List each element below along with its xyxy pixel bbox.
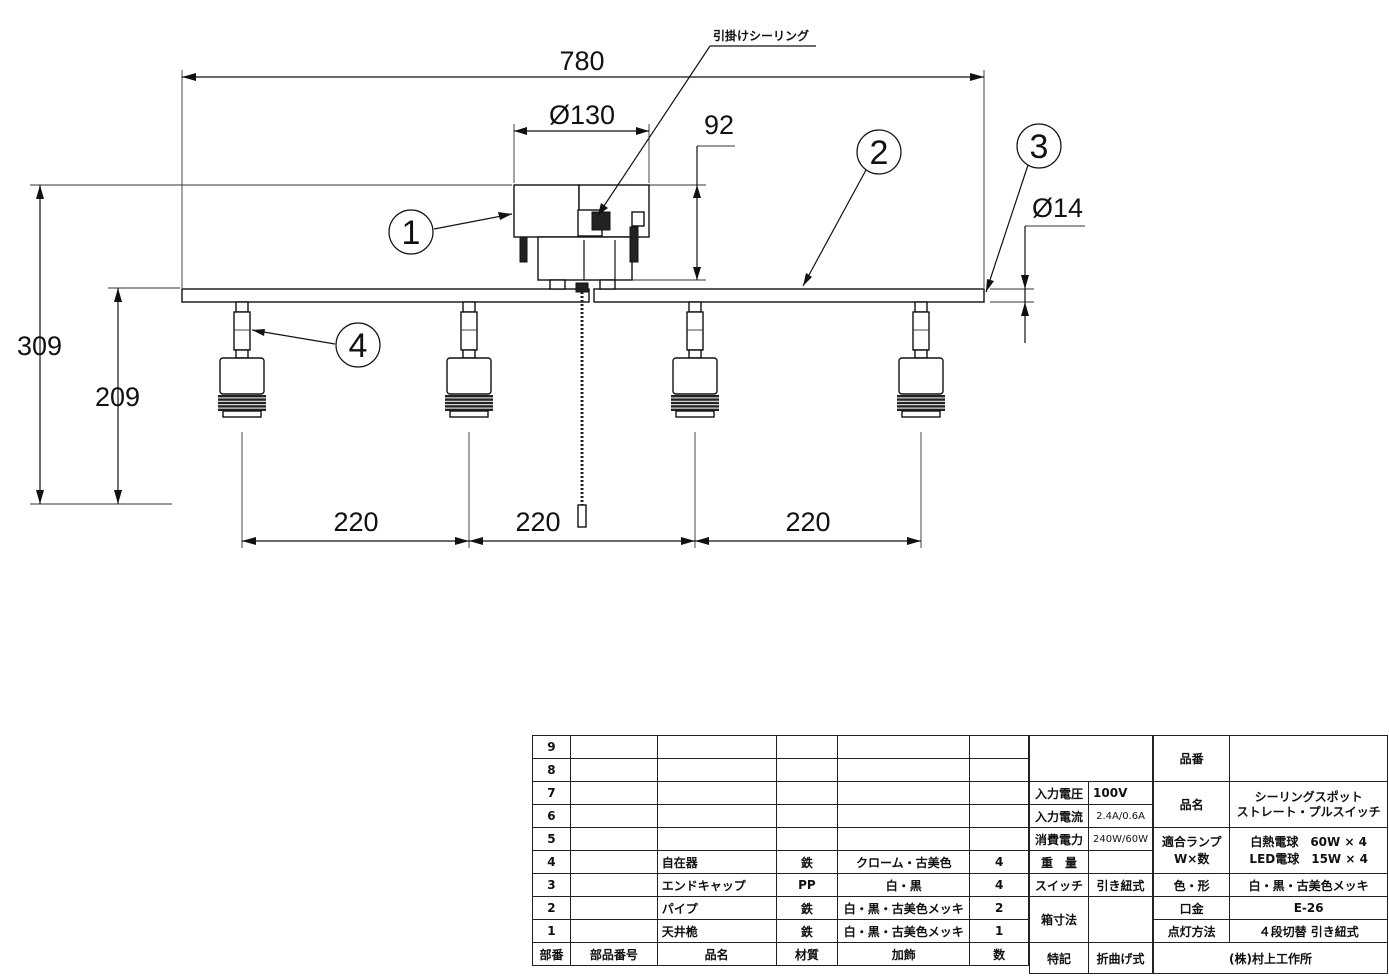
lamp-holder-1 [218, 301, 266, 418]
svg-text:4: 4 [349, 327, 368, 365]
fixture-drawing: 780 Ø130 92 309 209 [17, 28, 1085, 548]
dim-pipe-diameter: Ø14 [990, 193, 1085, 343]
callout-2: 2 [802, 129, 902, 287]
callout-3: 3 [985, 123, 1062, 293]
callout-4: 4 [251, 322, 381, 368]
hook-ceiling-annotation: 引掛けシーリング [597, 28, 816, 216]
dim-canopy-diameter: Ø130 [513, 100, 650, 183]
total-height-label: 309 [17, 331, 62, 361]
callout-1: 1 [388, 209, 513, 255]
pipe-arms [181, 288, 985, 303]
pipe-diameter-label: Ø14 [1032, 193, 1083, 223]
parts-table-row: 5 [532, 827, 1029, 851]
dim-overall-width: 780 [181, 46, 985, 288]
canopy [513, 184, 650, 293]
lamp-holder-2 [445, 301, 493, 418]
parts-table-row: 6 [532, 804, 1029, 828]
spacing-3-label: 220 [785, 507, 830, 537]
parts-table-row: 9 [532, 735, 1029, 759]
company-name: (株)村上工作所 [1153, 942, 1388, 974]
lamp-height-label: 209 [95, 382, 140, 412]
parts-table-row: 7 [532, 781, 1029, 805]
hook-ceiling-label: 引掛けシーリング [713, 28, 809, 43]
pull-chain [577, 292, 587, 528]
svg-text:3: 3 [1030, 128, 1049, 166]
spacing-1-label: 220 [333, 507, 378, 537]
dim-lamp-height: 209 [95, 287, 180, 504]
dim-total-height: 309 [17, 184, 512, 505]
svg-text:1: 1 [402, 214, 421, 252]
dim-spacing: 220 220 220 [241, 432, 922, 548]
overall-width-label: 780 [559, 46, 604, 76]
lamp-holders [218, 301, 945, 418]
canopy-height-label: 92 [704, 110, 734, 140]
parts-table-row: 8 [532, 758, 1029, 782]
svg-text:2: 2 [870, 134, 889, 172]
parts-table-header: 部番 部品番号 品名 材質 加飾 数 [532, 942, 1029, 966]
lamp-holder-3 [671, 301, 719, 418]
spacing-2-label: 220 [515, 507, 560, 537]
lamp-holder-4 [897, 301, 945, 418]
canopy-diameter-label: Ø130 [549, 100, 615, 130]
